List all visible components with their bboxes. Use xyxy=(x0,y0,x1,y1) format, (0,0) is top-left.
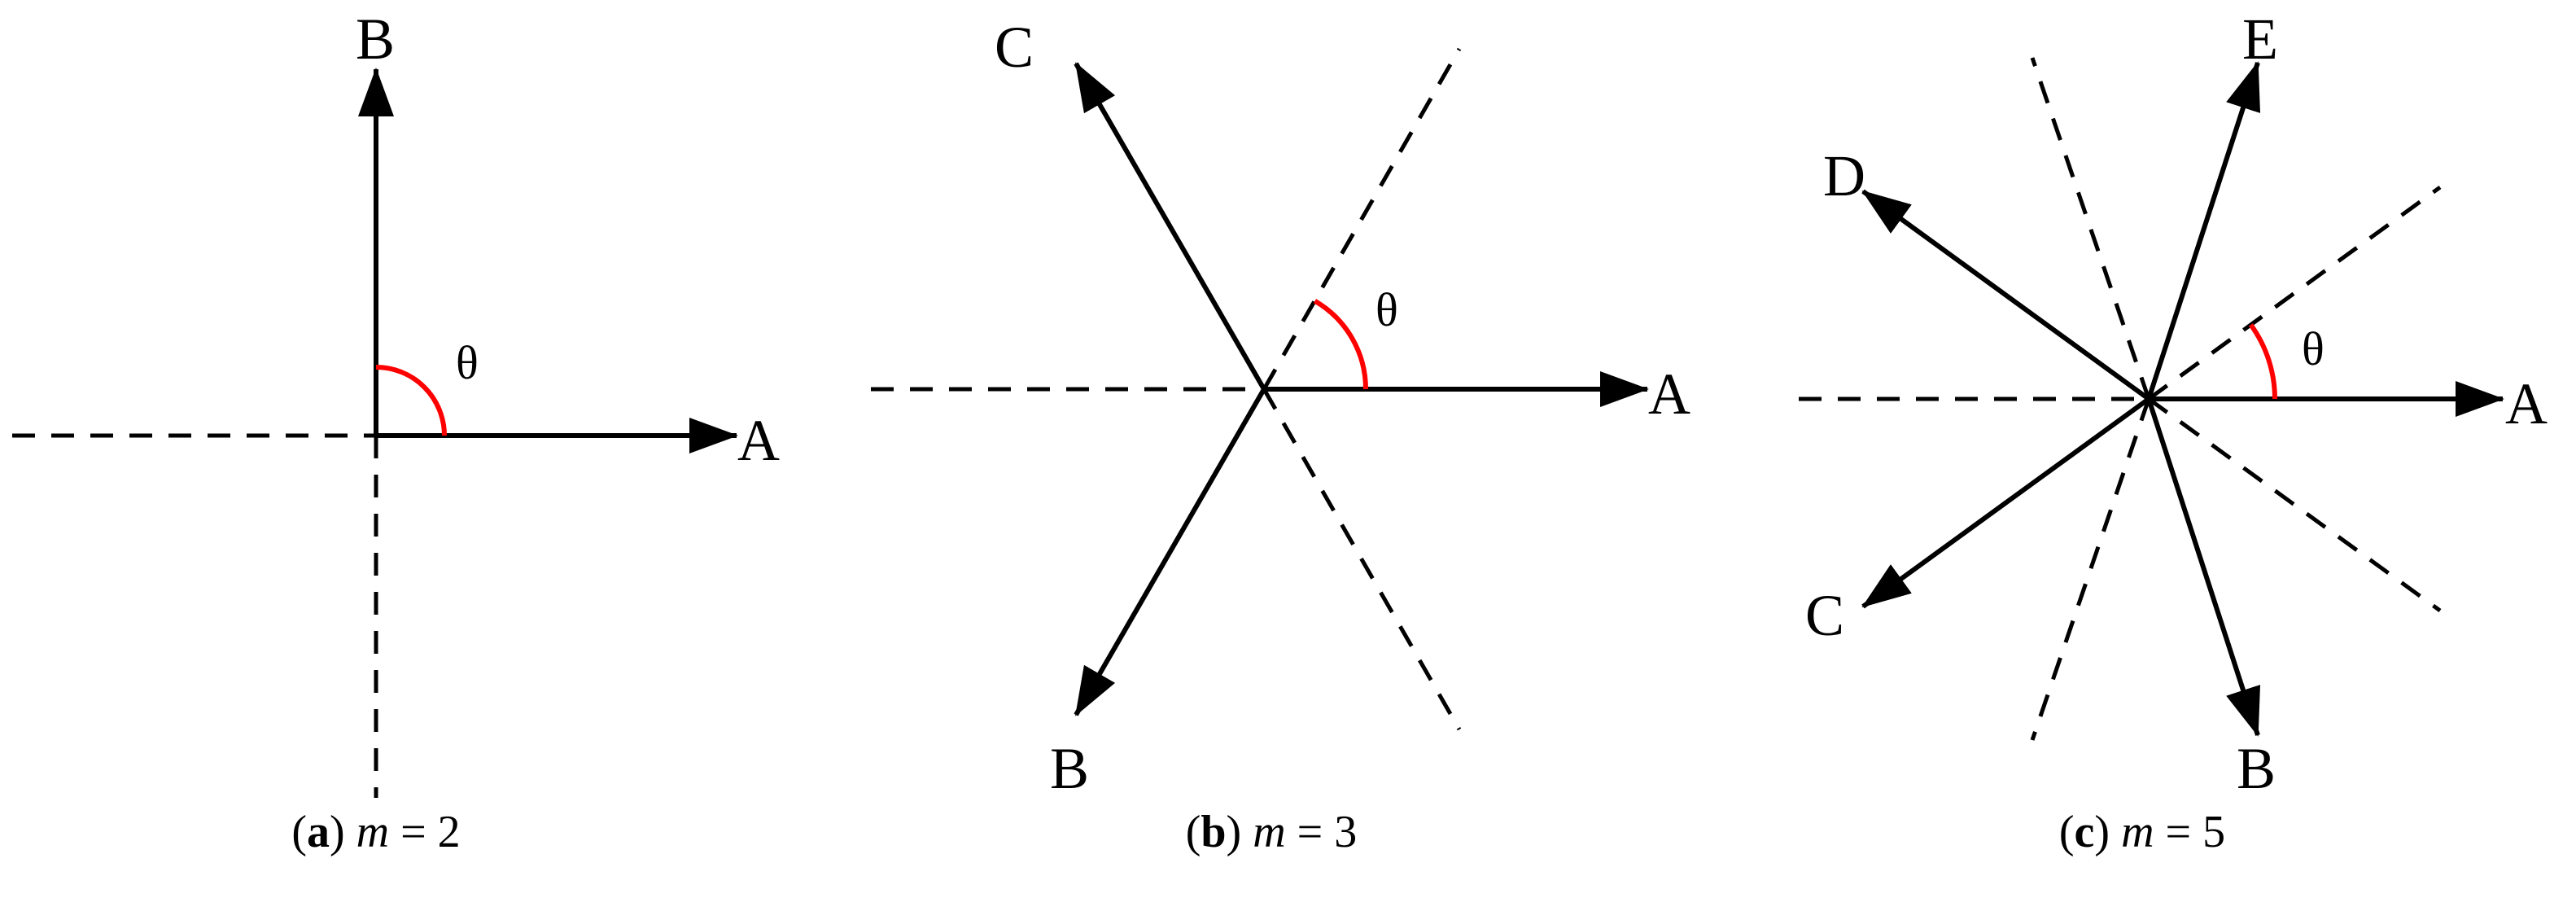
phase-a-label: A xyxy=(737,408,780,473)
panel-b-caption: (b) m = 3 xyxy=(1186,807,1358,857)
phase-a-label: A xyxy=(1648,361,1690,427)
phase-d-arrow xyxy=(1861,189,2150,401)
phase-b-arrow xyxy=(1074,388,1266,716)
theta-angle-arc xyxy=(375,365,447,436)
theta-label: θ xyxy=(456,336,479,389)
theta-label: θ xyxy=(2302,322,2325,375)
panel-c: θ A B C D E (c) m = 5 xyxy=(1799,7,2548,857)
panel-b: θ A B C (b) m = 3 xyxy=(871,15,1690,857)
phase-c-arrow xyxy=(1074,62,1266,391)
theta-label: θ xyxy=(1375,283,1398,336)
phase-b-label: B xyxy=(356,7,395,72)
panel-a-caption: (a) m = 2 xyxy=(291,807,460,857)
reference-line-diagonal xyxy=(1262,388,1462,731)
phase-c-label: C xyxy=(1805,583,1844,648)
panel-c-caption: (c) m = 5 xyxy=(2059,807,2225,857)
phase-c-arrow xyxy=(1861,396,2150,609)
theta-angle-arc xyxy=(2248,323,2277,400)
phase-b-label: B xyxy=(2237,736,2276,801)
reference-line-diagonal xyxy=(2147,185,2442,401)
reference-line-diagonal xyxy=(2030,398,2151,741)
phase-b-label: B xyxy=(1050,736,1089,801)
panel-a: θ A B (a) m = 2 xyxy=(12,7,780,857)
reference-line-diagonal xyxy=(2030,57,2151,400)
reference-line-diagonal xyxy=(2147,396,2442,613)
phase-d-label: D xyxy=(1823,143,1865,208)
phase-a-label: A xyxy=(2505,371,2548,436)
phase-b-arrow xyxy=(2146,398,2261,737)
theta-angle-arc xyxy=(1313,299,1368,390)
phase-e-label: E xyxy=(2242,7,2278,72)
reference-line-diagonal xyxy=(1262,47,1462,391)
phase-c-label: C xyxy=(995,15,1034,80)
phase-e-arrow xyxy=(2146,61,2261,400)
